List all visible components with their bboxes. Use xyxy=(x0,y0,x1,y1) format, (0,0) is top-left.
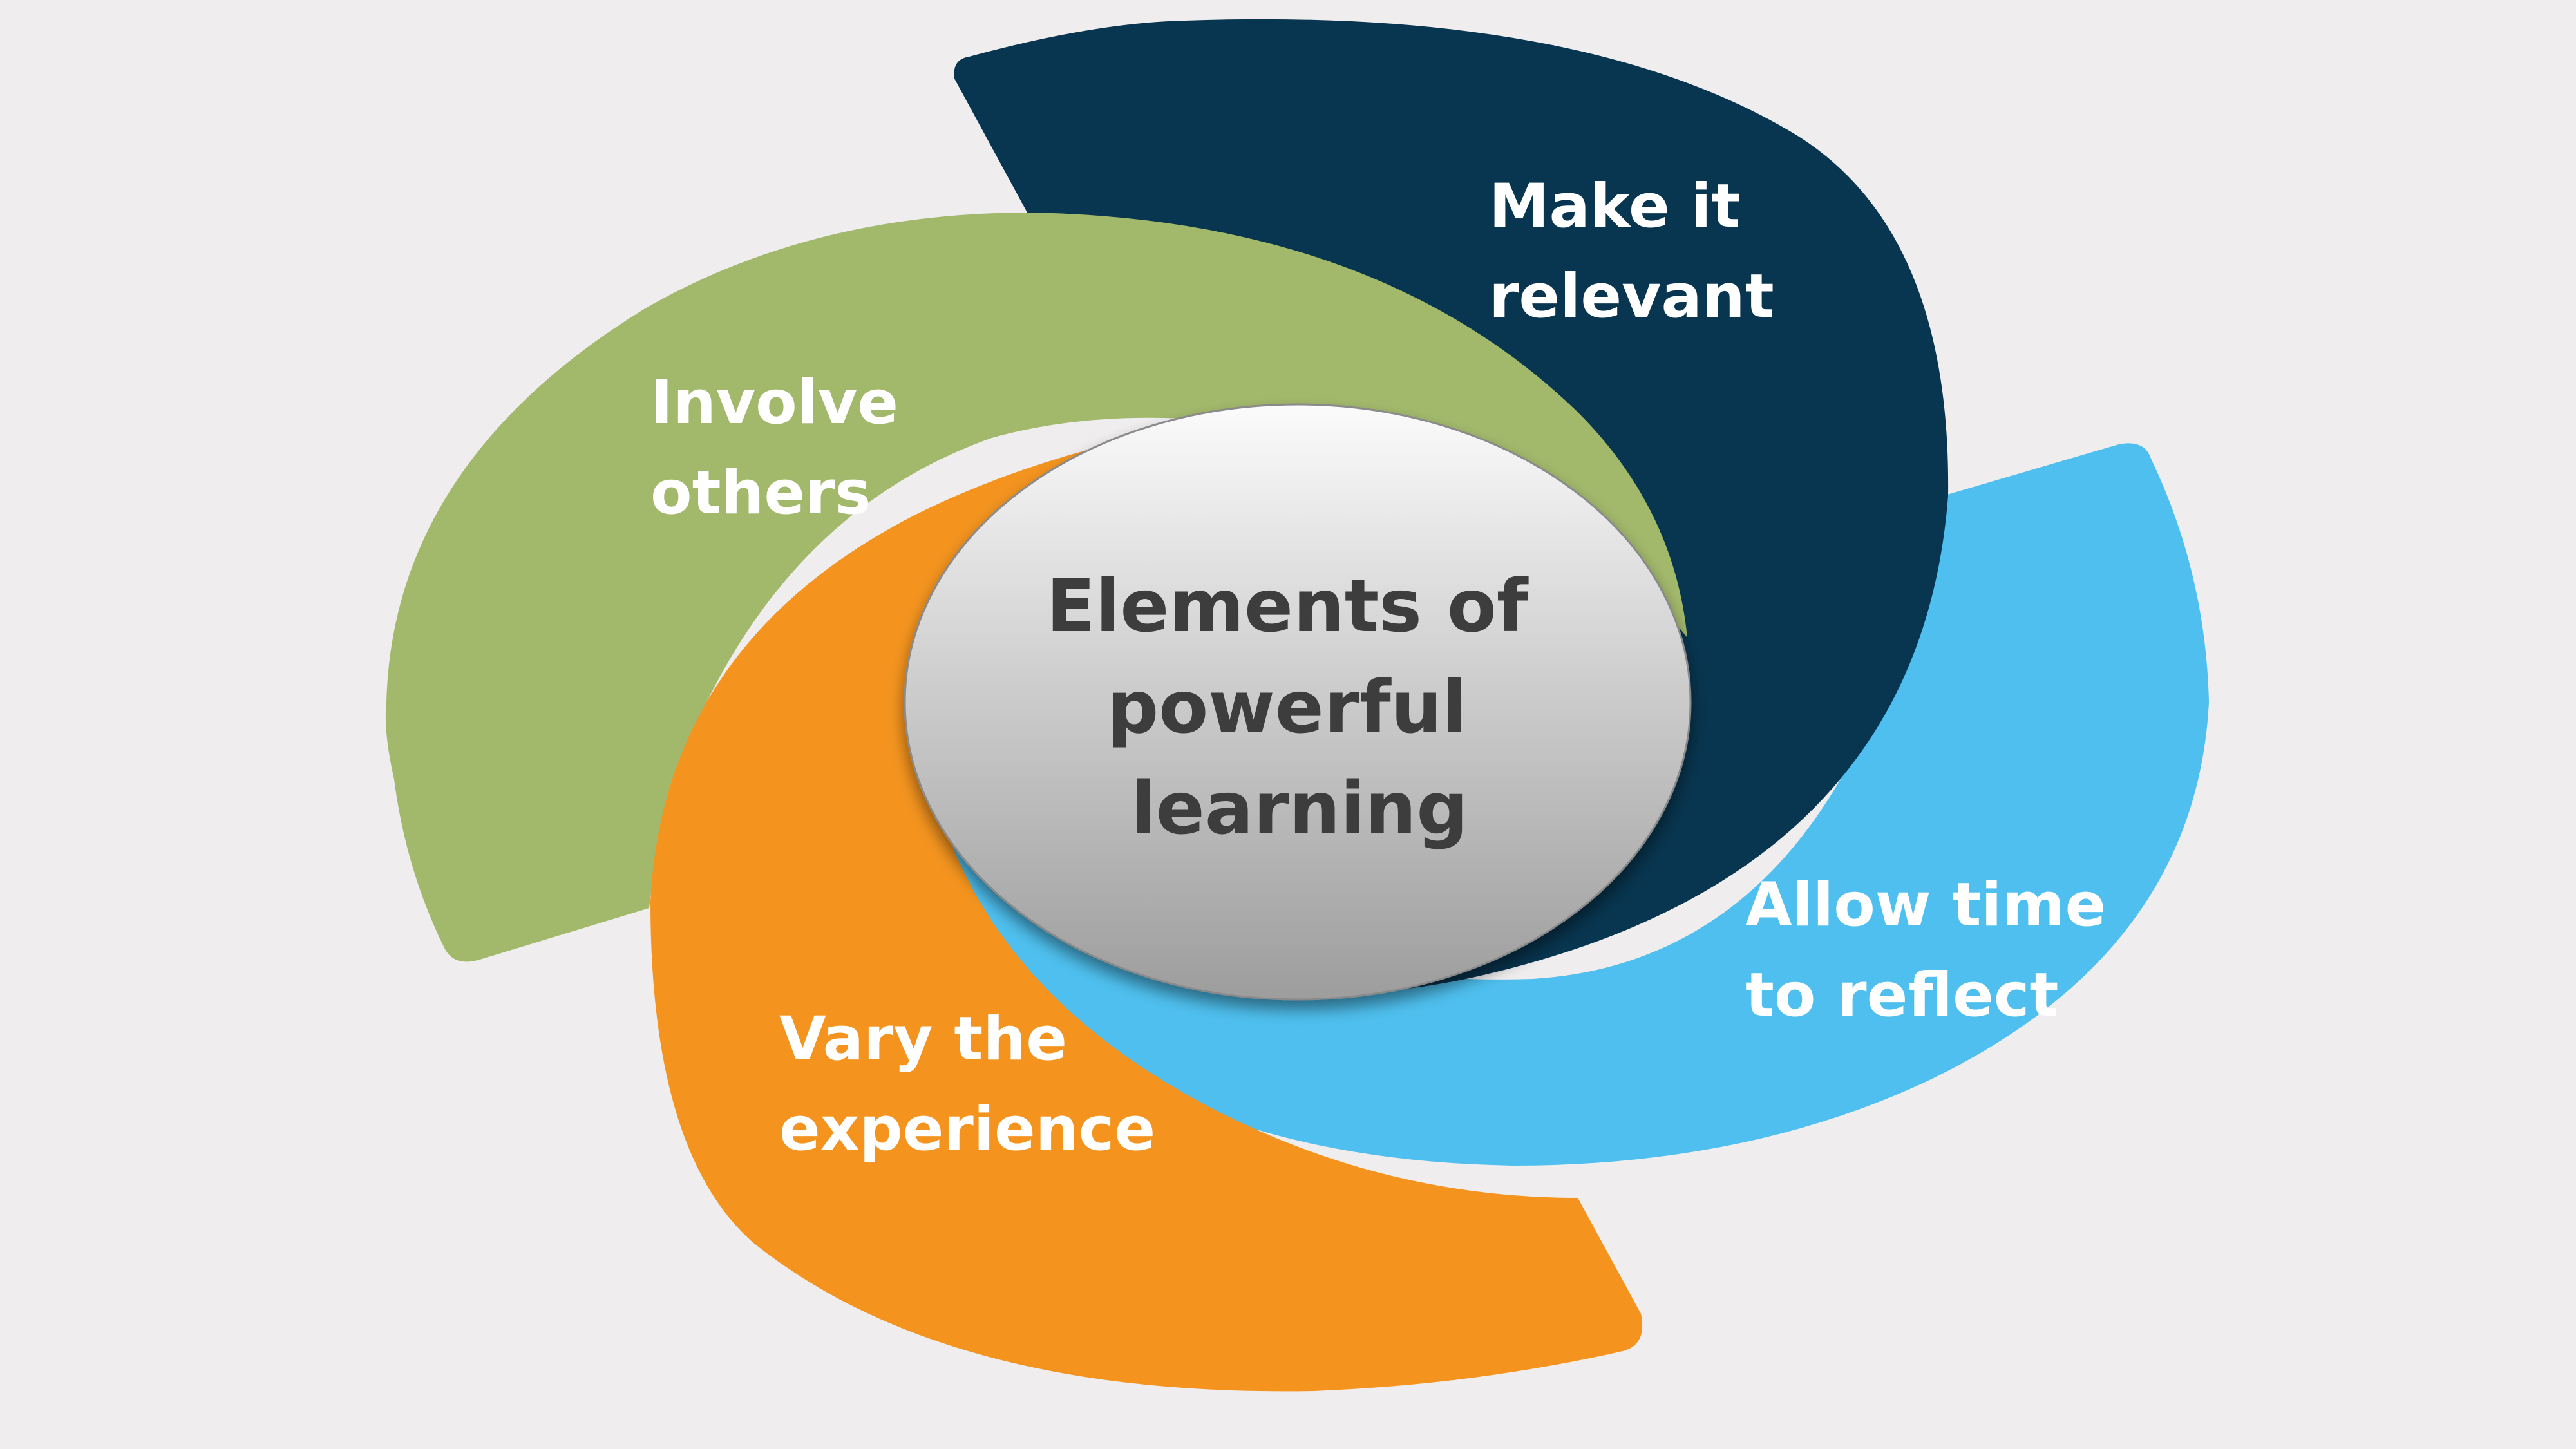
label-vary-line-2: experience xyxy=(779,1094,1155,1164)
center-title-line-2: powerful xyxy=(1107,666,1467,750)
label-reflect: Allow time to reflect xyxy=(1745,870,2127,1030)
center-title-line-1: Elements of xyxy=(1046,565,1528,649)
label-involve-others: Involve others xyxy=(650,368,920,528)
label-make-relevant-line-1: Make it xyxy=(1489,171,1741,242)
label-vary-line-1: Vary the xyxy=(779,1004,1067,1074)
label-reflect-line-1: Allow time xyxy=(1745,870,2106,940)
petal-vary xyxy=(650,419,1643,1392)
label-reflect-line-2: to reflect xyxy=(1745,960,2058,1030)
center-ellipse xyxy=(904,403,1692,1001)
center-title: Elements of powerful learning xyxy=(1046,565,1553,851)
label-make-relevant: Make it relevant xyxy=(1489,171,1774,332)
center-title-line-3: learning xyxy=(1131,767,1468,851)
label-involve-others-line-2: others xyxy=(650,458,871,528)
label-make-relevant-line-2: relevant xyxy=(1489,261,1774,332)
label-vary: Vary the experience xyxy=(779,1004,1155,1164)
label-involve-others-line-1: Involve xyxy=(650,368,898,438)
petal-involve-others xyxy=(385,213,1687,962)
